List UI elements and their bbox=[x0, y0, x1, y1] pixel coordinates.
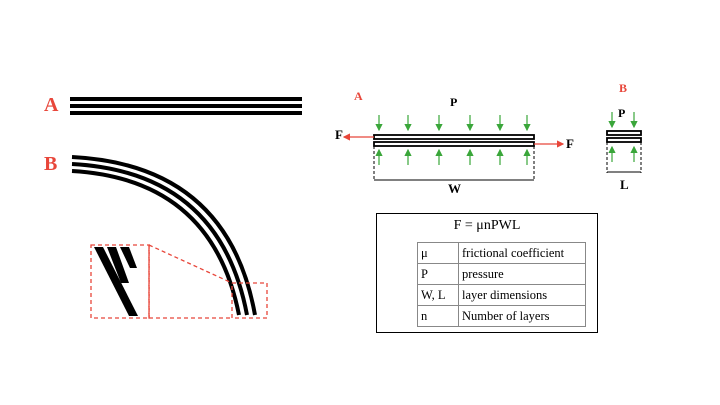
param-symbol: μ bbox=[417, 242, 459, 264]
zoomed-layer-tips bbox=[94, 247, 138, 316]
layer-pair-a bbox=[373, 134, 535, 147]
table-row: P pressure bbox=[417, 263, 586, 285]
left-label-b: B bbox=[44, 153, 57, 175]
pressure-label-a: P bbox=[450, 95, 457, 109]
table-row: n Number of layers bbox=[417, 305, 586, 327]
param-description: frictional coefficient bbox=[458, 242, 586, 264]
formula-box: F = μnPWL μ frictional coefficient P pre… bbox=[376, 213, 598, 333]
pressure-label-b: P bbox=[618, 106, 625, 120]
left-label-a: A bbox=[44, 94, 59, 116]
param-description: layer dimensions bbox=[458, 284, 586, 306]
param-symbol: W, L bbox=[417, 284, 459, 306]
length-label: L bbox=[620, 177, 629, 192]
param-description: Number of layers bbox=[458, 305, 586, 327]
right-label-b: B bbox=[619, 81, 627, 95]
param-description: pressure bbox=[458, 263, 586, 285]
param-symbol: P bbox=[417, 263, 459, 285]
table-row: W, L layer dimensions bbox=[417, 284, 586, 306]
pressure-arrows-bottom-a bbox=[375, 148, 531, 165]
zoom-source-box bbox=[231, 282, 268, 319]
force-label-left: F bbox=[335, 127, 343, 142]
width-label: W bbox=[448, 181, 461, 196]
straight-layer-stack bbox=[70, 97, 302, 115]
width-dimension bbox=[373, 146, 535, 181]
right-label-a: A bbox=[354, 89, 363, 103]
layer-pair-b bbox=[606, 130, 642, 143]
length-dimension bbox=[606, 142, 642, 173]
zoom-indicator bbox=[90, 244, 268, 319]
table-row: μ frictional coefficient bbox=[417, 242, 586, 264]
force-label-right: F bbox=[566, 136, 574, 151]
pressure-arrows-top-a bbox=[375, 115, 531, 132]
param-symbol: n bbox=[417, 305, 459, 327]
bent-layer-stack bbox=[71, 155, 257, 316]
parameter-table: μ frictional coefficient P pressure W, L… bbox=[417, 242, 586, 327]
friction-formula: F = μnPWL bbox=[453, 218, 521, 233]
pressure-arrows-b bbox=[608, 112, 638, 162]
